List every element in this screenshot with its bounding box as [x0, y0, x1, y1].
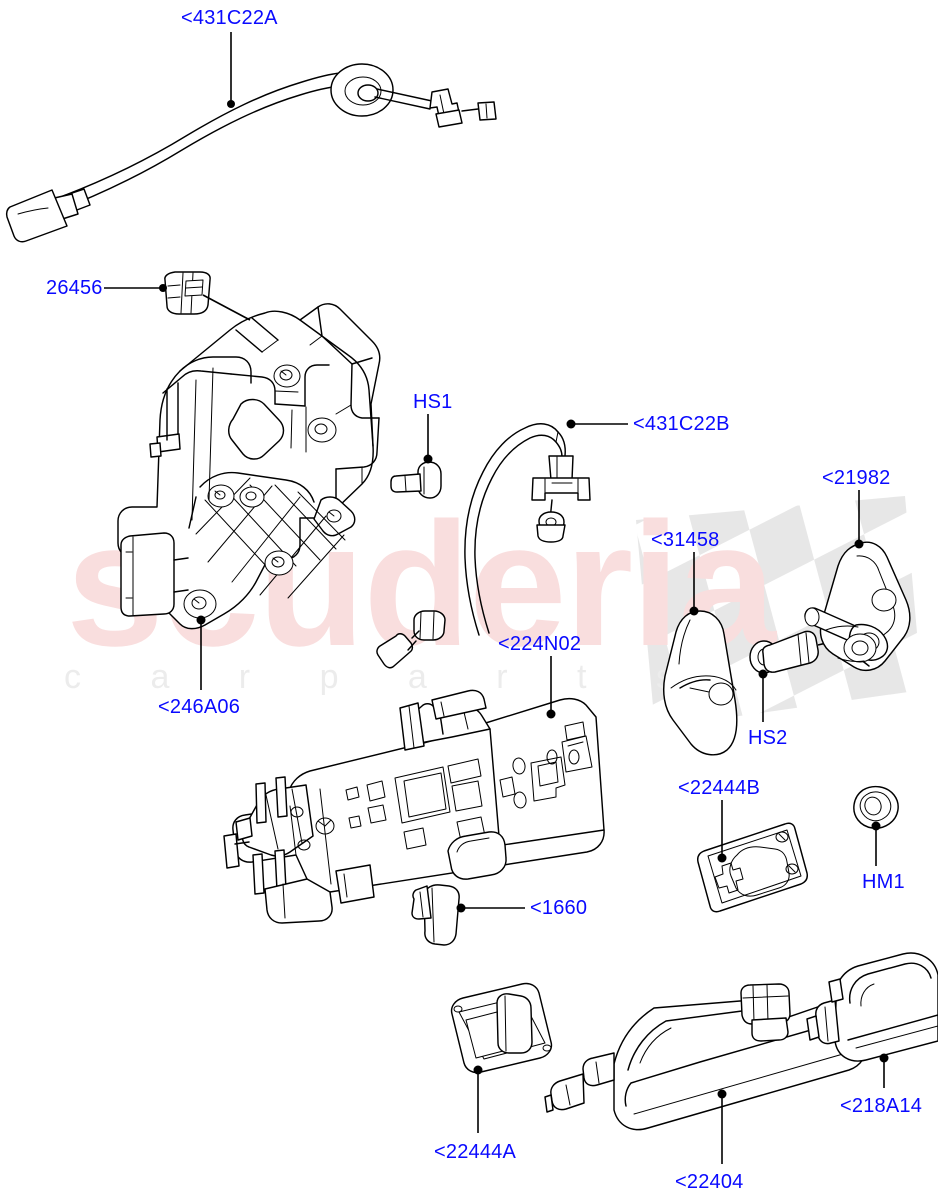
callout-label-hs2: HS2	[748, 727, 788, 749]
callout-label-218a14: <218A14	[840, 1095, 923, 1117]
callout-label-431c22b: <431C22B	[633, 413, 730, 435]
part-handle-carrier-bracket	[223, 689, 605, 924]
part-latch-screw	[390, 461, 442, 499]
part-latch-release-cable-b	[376, 423, 591, 669]
callout-label-431c22a: <431C22A	[181, 7, 278, 29]
part-lock-actuator-connector	[164, 271, 211, 315]
callout-label-31458: <31458	[651, 529, 720, 551]
part-latch-release-cable-a	[5, 63, 497, 243]
part-blanking-grommet	[853, 785, 899, 829]
leader-lines	[104, 32, 889, 1164]
callout-label-22444b: <22444B	[678, 777, 761, 799]
part-handle-gasket-front	[450, 982, 553, 1074]
part-striker-bolt	[749, 630, 853, 674]
callout-label-hm1: HM1	[862, 871, 905, 893]
callout-label-22404: <22404	[675, 1171, 744, 1193]
callout-label-1660: <1660	[530, 897, 588, 919]
callout-label-hs1: HS1	[413, 391, 453, 413]
part-door-latch-assembly	[117, 303, 381, 630]
part-handle-gasket-rear	[697, 822, 808, 913]
part-handle-end-cap	[806, 952, 938, 1062]
callout-label-246a06: <246A06	[158, 696, 241, 718]
callout-label-21982: <21982	[822, 467, 891, 489]
watermark-tagline: c a r p a r t s	[64, 658, 703, 696]
part-door-striker	[804, 541, 911, 672]
part-striker-cover	[662, 610, 738, 756]
part-exterior-door-handle	[544, 983, 868, 1131]
callout-label-224n02: <224N02	[498, 633, 582, 655]
part-handle-lever-clip	[411, 884, 460, 946]
callout-label-26456: 26456	[46, 277, 103, 299]
callout-label-22444a: <22444A	[434, 1141, 517, 1163]
